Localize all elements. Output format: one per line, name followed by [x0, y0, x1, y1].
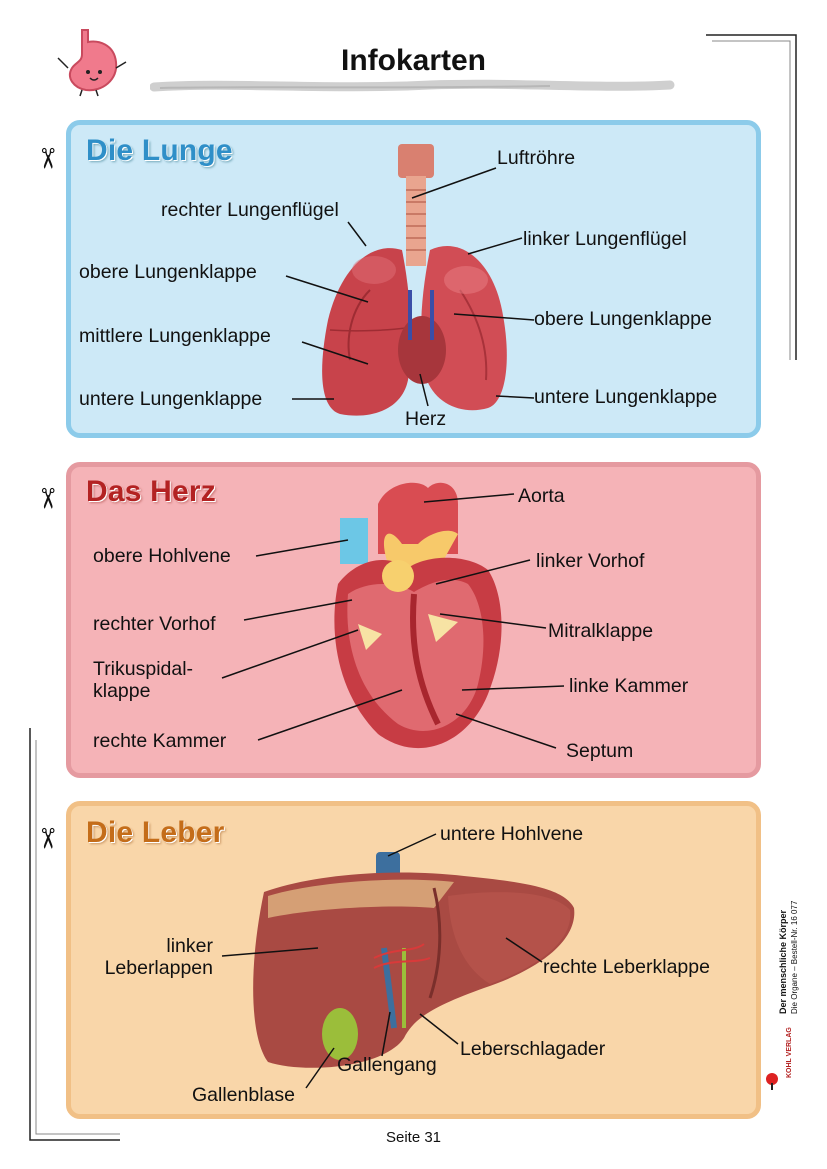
- publisher-logo-icon: [766, 1073, 778, 1090]
- title-brush-stroke: [150, 79, 675, 92]
- card-title-herz: Das Herz: [86, 475, 216, 508]
- label-rechter-lungenfluegel: rechter Lungenflügel: [161, 199, 339, 221]
- label-septum: Septum: [566, 740, 634, 762]
- label-obere-hohlvene: obere Hohlvene: [93, 545, 231, 567]
- label-mitralklappe: Mitralklappe: [548, 620, 654, 642]
- side-series-title: Der menschliche Körper: [778, 909, 788, 1014]
- side-subtitle: Die Organe – Bestell-Nr. 16 077: [790, 900, 799, 1014]
- scissors-icon: ✂: [32, 826, 64, 851]
- label-linker-vorhof: linker Vorhof: [536, 550, 645, 572]
- label-leberschlagader: Leberschlagader: [460, 1038, 606, 1060]
- label-linke-kammer: linke Kammer: [569, 675, 689, 697]
- label-rechte-kammer: rechte Kammer: [93, 730, 227, 752]
- label-rechter-vorhof: rechter Vorhof: [93, 613, 216, 635]
- label-gallenblase: Gallenblase: [192, 1084, 295, 1106]
- liver-illustration: [253, 852, 575, 1068]
- label-linker-leberlappen: linker Leberlappen: [104, 935, 213, 979]
- label-aorta: Aorta: [518, 485, 565, 507]
- card-title-leber: Die Leber: [86, 816, 225, 849]
- label-obere-lungenklappe-right: obere Lungenklappe: [534, 308, 712, 330]
- page-number: Seite 31: [385, 1129, 442, 1146]
- label-untere-lungenklappe-right: untere Lungenklappe: [534, 386, 718, 408]
- label-untere-hohlvene: untere Hohlvene: [440, 823, 584, 845]
- publisher-logo: KOHL VERLAG: [786, 1027, 793, 1078]
- heart-illustration: [334, 482, 502, 749]
- card-title-lunge: Die Lunge: [86, 134, 233, 167]
- label-gallengang: Gallengang: [337, 1054, 437, 1076]
- label-trikuspidalklappe: Trikuspidal- klappe: [93, 658, 194, 702]
- label-linker-lungenfluegel: linker Lungenflügel: [523, 228, 687, 250]
- scissors-icon: ✂: [32, 486, 64, 511]
- stomach-mascot-icon: [57, 29, 127, 97]
- scissors-icon: ✂: [32, 146, 64, 171]
- label-luftroehre: Luftröhre: [497, 147, 576, 169]
- label-rechte-leberklappe: rechte Leberklappe: [543, 956, 710, 978]
- lung-illustration: [322, 144, 507, 416]
- label-untere-lungenklappe-left: untere Lungenklappe: [79, 388, 263, 410]
- page-title: Infokarten: [340, 44, 487, 77]
- label-herz: Herz: [405, 408, 447, 430]
- label-mittlere-lungenklappe: mittlere Lungenklappe: [79, 325, 271, 347]
- label-obere-lungenklappe-left: obere Lungenklappe: [79, 261, 257, 283]
